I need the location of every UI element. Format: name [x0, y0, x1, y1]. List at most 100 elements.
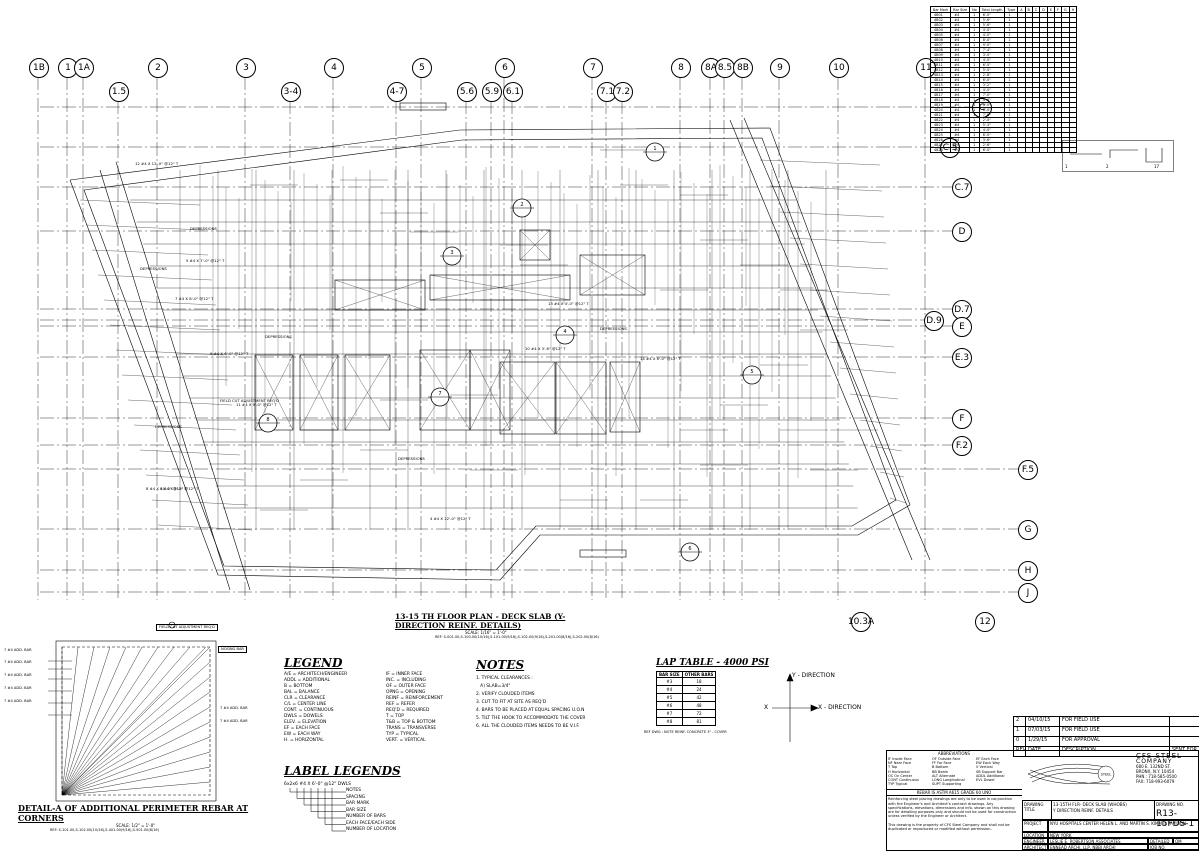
plan-label: 7 #4 X 8'-0" @12" T — [175, 296, 214, 301]
detail-label: 7 #4 ADD. BAR — [4, 660, 32, 664]
grid-bubble-col: 5.6 — [457, 82, 477, 102]
drawing-no: R13-15FDS-1 — [1156, 809, 1195, 829]
lap-cell: #8 — [656, 717, 683, 726]
detail-a-drawing — [48, 621, 217, 802]
svg-text:STEEL: STEEL — [1101, 773, 1112, 777]
plan-label: 11 #4 X 9'-0" @12" T — [236, 402, 277, 407]
label-legend-sample: 6x2x6 #4 X 6'-0" @12" DWLS — [284, 782, 352, 787]
plan-scale: SCALE: 1/16" = 1'-0" — [465, 630, 507, 635]
abbrev-item: EF Each Face — [976, 757, 999, 761]
plan-label: DEPRESSIONS — [265, 334, 292, 339]
grid-bubble-row: E — [952, 317, 972, 337]
drawing-title: 13-15TH FLR- DECK SLAB (WHOBS) Y DIRECTI… — [1052, 801, 1155, 819]
plan-label: 10 #4 X 3'-6" @12" T — [525, 346, 566, 351]
schedule-cell: 6'-0" — [978, 147, 1006, 153]
abbrev-item: ALT Alternate — [932, 773, 956, 778]
y-direction-label: Y - DIRECTION — [792, 672, 835, 679]
grid-bubble-col: 12 — [975, 612, 995, 632]
revision-cell: 0 — [1013, 737, 1025, 746]
detail-label: 7 #4 ADD. BAR — [4, 673, 32, 677]
company-addr2: BRONX, N.Y. 10454 — [1136, 769, 1175, 774]
plan-label: 13 #4 X 4'-0" @12" T — [548, 301, 589, 306]
label-legend-item: NUMBER OF LOCATION — [346, 827, 397, 832]
grid-bubble-col: 2 — [148, 58, 168, 78]
note-item: 1. TYPICAL CLEARANCES : — [476, 676, 533, 681]
title-block-cell: DETAILED BY — [1148, 838, 1173, 844]
revision-cell — [1169, 737, 1199, 746]
detail-label: 7 #4 ADD. BAR — [4, 648, 32, 652]
plan-label: 14 #4 X 6'-0" @12" T — [640, 356, 681, 361]
legend-item: INC. = INCLUDING — [386, 678, 426, 683]
plan-label: DEPRESSIONS — [155, 424, 182, 429]
legend-item: C/L = CENTER LINE — [284, 702, 327, 707]
detail-label: 7 #4 ADD. BAR — [220, 719, 248, 723]
grid-bubble-col: 4-7 — [387, 82, 407, 102]
schedule-cell — [1068, 147, 1078, 153]
revision-cell: FOR APPROVAL — [1059, 737, 1169, 746]
lap-cell: 81 — [681, 717, 717, 726]
company-name: CFS STEEL — [1136, 752, 1182, 760]
note-item: 5. TILT THE HOOK TO ACCOMMODATE THE COVE… — [476, 716, 586, 721]
label-legend-item: BAR SIZE — [346, 807, 367, 813]
lap-cell: 42 — [681, 693, 717, 702]
abbrev-item: CONT Continuous — [888, 778, 919, 783]
revision-cell — [1169, 727, 1199, 736]
grid-bubble-col: 7 — [583, 58, 603, 78]
company-phone: PHN.: 718-585-0500 — [1136, 774, 1177, 779]
grid-bubble-col: 5 — [412, 58, 432, 78]
grid-bubble-row: C.7 — [952, 178, 972, 198]
detail-label: FIELD CUT ADJUSTMENT REQ'D — [156, 624, 218, 631]
schedule-cell — [1017, 147, 1026, 153]
schedule-cell — [1054, 147, 1063, 153]
title-block-cell: LESLIE E. ROBERTSON ASSOCIATES — [1048, 838, 1148, 844]
company-fax: FAX: 718-993-6079 — [1136, 779, 1175, 784]
legend-item: EF = EACH FACE — [284, 726, 321, 731]
rebar-note: REBAR IS ASTM A615 GRADE 60 UNO — [886, 789, 1022, 797]
lap-cell: 48 — [681, 701, 717, 710]
lap-cell: #3 — [656, 677, 683, 686]
label-legend-item: EACH FACE/EACH SIDE — [346, 820, 396, 826]
note-item: 2. VERIFY CLOUDED ITEMS — [476, 692, 535, 697]
legend-item: EW = EACH WAY — [284, 732, 321, 737]
legend-item: ADDL = ADDITIONAL — [284, 678, 330, 683]
company-sub: COMPANY — [1136, 758, 1173, 765]
lap-cell: 72 — [681, 709, 717, 718]
abbrev-item: NF Near Face — [888, 761, 912, 766]
grid-bubble-col: 1.5 — [109, 82, 129, 102]
drawing-no-box: DRAWING NO. R13-15FDS-1 — [1155, 801, 1198, 829]
grid-bubble-col: 3 — [236, 58, 256, 78]
revision-cell — [1169, 717, 1199, 726]
legend-item: REINF = REINFORCEMENT — [386, 696, 443, 701]
plan-label: DEPRESSIONS — [140, 266, 167, 271]
lap-header: BAR SIZE — [656, 671, 683, 678]
x-direction-label: X - DIRECTION — [818, 704, 862, 711]
grid-bubble-col: 1B — [29, 58, 49, 78]
legend-item: T = TOP — [386, 714, 404, 719]
grid-bubble-row: J — [1018, 583, 1038, 603]
property-note: This drawing is the property of CFS Stee… — [888, 822, 1010, 831]
plan-title-block: 13-15 TH FLOOR PLAN - DECK SLAB (Y- DIRE… — [395, 612, 615, 640]
abbrev-title: ABBREVIATIONS — [937, 751, 971, 756]
legend-item: H. = HORIZONTAL — [284, 738, 324, 743]
title-block-cell: LOCATION — [1022, 832, 1048, 838]
grid-bubble-col: 4 — [324, 58, 344, 78]
section-mark: 3 — [450, 250, 453, 256]
note-item: A) SLAB=3/4" — [476, 684, 511, 689]
drawing-title-line-1: 13-15TH FLR- DECK SLAB (WHOBS) — [1053, 802, 1127, 807]
legend-item: REQ'D = REQUIRED — [386, 708, 430, 713]
schedule-cell: #4 — [950, 147, 971, 153]
label-legend-item: NUMBER OF BARS — [346, 814, 386, 819]
svg-text:17: 17 — [1154, 164, 1160, 169]
notes: NOTES 1. TYPICAL CLEARANCES : A) SLAB=3/… — [476, 658, 646, 731]
revision-cell: FOR FIELD USE — [1059, 717, 1169, 726]
abbrev-item: IF Inside Face — [888, 757, 912, 761]
title-block-cell: NEW YORK — [1048, 832, 1199, 838]
label-legend-item: NOTES — [346, 788, 361, 793]
lap-header: OTHER BARS — [681, 671, 717, 678]
